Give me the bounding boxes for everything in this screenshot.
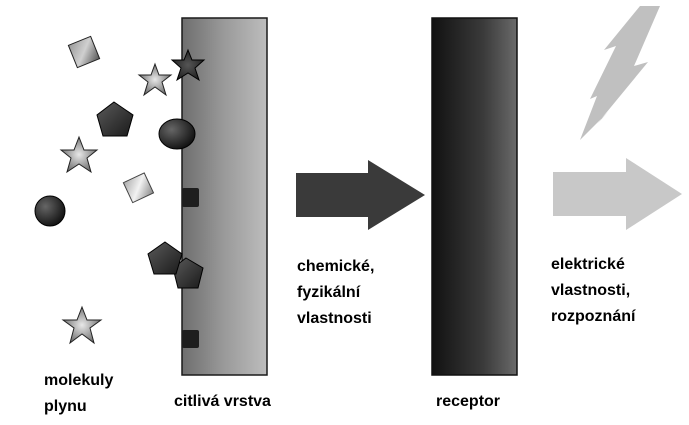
- star-molecule-icon: [59, 135, 99, 174]
- chemical-physical-label-line: chemické,: [297, 258, 375, 275]
- gas-molecules-label-line: plynu: [44, 398, 87, 415]
- adsorbed-molecule-icon: [182, 188, 199, 207]
- receptor-label: receptor: [436, 393, 501, 410]
- gas-molecules-label-line: molekuly: [44, 372, 114, 389]
- diamond-molecule-icon: [67, 35, 101, 69]
- star-molecule-icon: [137, 62, 173, 97]
- adsorbed-molecule-icon: [182, 330, 199, 348]
- chemical-physical-label-line: vlastnosti: [297, 310, 372, 327]
- light-arrow-icon: [553, 158, 682, 230]
- electrical-label-line: vlastnosti,: [551, 282, 631, 299]
- gas-molecules-label: molekuly plynu: [44, 368, 113, 420]
- chemical-physical-label: chemické, fyzikální vlastnosti: [297, 254, 374, 332]
- chemical-physical-label-line: fyzikální: [297, 284, 361, 301]
- pentagon-molecule-icon: [147, 241, 183, 275]
- sensitive-layer-label: citlivá vrstva: [174, 393, 271, 410]
- star-molecule-icon: [61, 305, 103, 345]
- diamond-molecule-icon: [122, 172, 155, 204]
- dark-arrow-icon: [296, 160, 425, 230]
- electrical-label-line: elektrické: [551, 256, 625, 273]
- electrical-label: elektrické vlastnosti, rozpoznání: [551, 252, 635, 330]
- electrical-label-line: rozpoznání: [551, 308, 636, 325]
- pentagon-molecule-icon: [96, 101, 134, 137]
- sphere-molecule-icon: [34, 195, 66, 227]
- lightning-icon: [580, 6, 660, 140]
- sphere-molecule-icon: [158, 118, 196, 150]
- receptor-block: [431, 17, 518, 376]
- star-molecule-icon: [170, 48, 206, 82]
